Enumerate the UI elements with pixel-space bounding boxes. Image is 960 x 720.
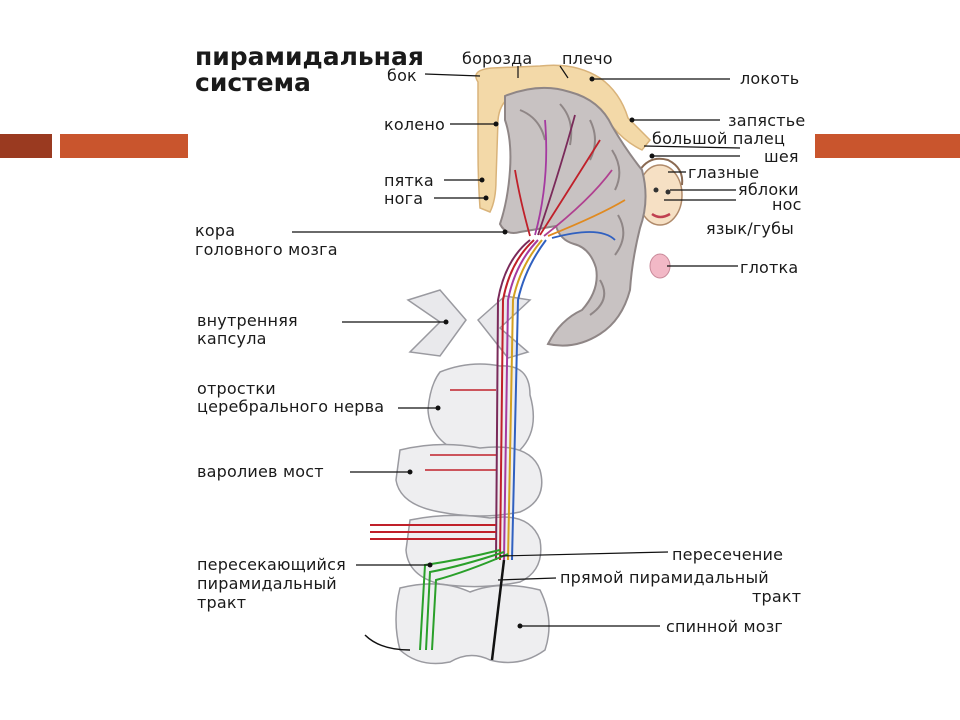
leader-lines [292,65,741,627]
spinal-cord [395,583,550,665]
label-koleno: колено [384,115,445,134]
label-borozda: борозда [462,49,533,68]
pyramidal-tract-fibres [495,239,547,561]
slide-title: пирамидальная система [195,44,424,96]
label-otr-2: церебрального нерва [197,397,385,416]
label-glaznye: глазные [688,163,760,182]
internal-capsule-right [476,295,532,359]
label-bok: бок [387,66,417,85]
label-pryamoy-1: прямой пирамидальный [560,568,769,587]
cerebral-cortex [498,86,647,347]
label-vnutr-2: капсула [197,329,267,348]
motor-arrow [364,634,411,651]
title-line-2: система [195,68,311,97]
label-sheya: шея [764,147,799,166]
title-line-1: пирамидальная [195,42,424,71]
medulla [405,514,542,588]
label-bolshoy-palec: большой палец [652,129,786,148]
label-zapyastie: запястье [728,111,806,130]
accent-bar-left [60,134,188,158]
label-nos: нос [772,195,802,214]
label-otr-1: отростки [197,379,276,398]
cortical-projections [514,114,626,241]
label-pyatka: пятка [384,171,434,190]
label-varol: варолиев мост [197,462,324,481]
label-kora-1: кора [195,221,236,240]
label-yazyk-guby: язык/губы [706,219,794,238]
internal-capsule-left [406,289,467,357]
label-perek-3: тракт [197,593,247,612]
label-glotka: глотка [740,258,799,277]
direct-tract-line [490,559,506,661]
label-plecho: плечо [562,49,613,68]
label-spinnoy: спинной мозг [666,617,784,636]
midbrain [427,363,535,458]
accent-bar-left-dark [0,134,52,158]
label-lokot: локоть [740,69,800,88]
label-peresech: пересечение [672,545,784,564]
label-kora-2: головного мозга [195,240,338,259]
label-pryamoy-2: тракт [752,587,802,606]
label-noga: нога [384,189,424,208]
label-yabloki: яблоки [738,180,799,199]
accent-bar-right [815,134,960,158]
label-perek-2: пирамидальный [197,574,337,593]
label-vnutr-1: внутренняя [197,311,298,330]
cerebral-nerve-fibres [425,389,496,471]
leader-dots [407,76,655,629]
label-perek-1: пересекающийся [197,555,346,574]
